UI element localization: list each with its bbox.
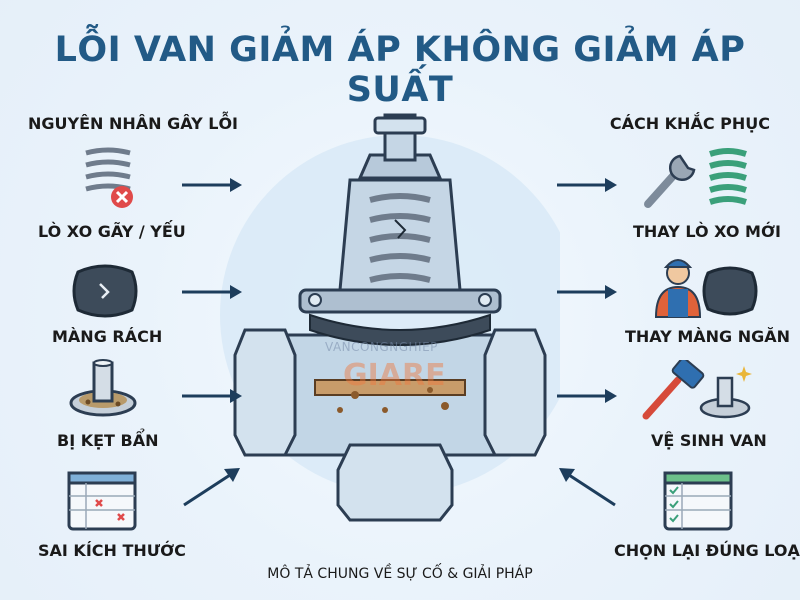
- arrow-right-icon: [557, 178, 617, 192]
- watermark-brand: GIARE: [343, 358, 446, 393]
- arrow-up-right-icon: [183, 468, 240, 507]
- arrow-right-icon: [557, 285, 617, 299]
- arrow-right-icon: [182, 178, 242, 192]
- cause-label-membrane: MÀNG RÁCH: [52, 327, 163, 346]
- spec-sheet-icon: [663, 471, 733, 531]
- fix-label-clean: VỆ SINH VAN: [651, 431, 767, 450]
- arrow-right-icon: [557, 389, 617, 403]
- arrow-up-left-icon: [559, 468, 616, 507]
- cause-label-spring: LÒ XO GÃY / YẾU: [38, 222, 186, 241]
- causes-heading: NGUYÊN NHÂN GÂY LỖI: [28, 114, 239, 133]
- fixes-heading: CÁCH KHẮC PHỤC: [609, 114, 770, 133]
- fix-label-spring: THAY LÒ XO MỚI: [633, 222, 781, 241]
- fix-label-membrane: THAY MÀNG NGĂN: [625, 327, 791, 346]
- watermark-text: VANCONGNGHIEP: [325, 340, 438, 354]
- arrow-right-icon: [182, 285, 242, 299]
- cause-label-dirt: BỊ KẸT BẨN: [57, 431, 159, 450]
- pressure-reducing-valve-illustration: [220, 113, 560, 522]
- footer-caption: MÔ TẢ CHUNG VỀ SỰ CỐ & GIẢI PHÁP: [267, 566, 533, 582]
- fix-label-select: CHỌN LẠI ĐÚNG LOẠI: [614, 541, 800, 560]
- torn-membrane-icon: [72, 264, 138, 318]
- cause-label-size: SAI KÍCH THƯỚC: [38, 541, 186, 560]
- wrench-spring-icon: [644, 148, 747, 208]
- arrow-right-icon: [182, 389, 242, 403]
- size-error-sheet-icon: [67, 471, 137, 531]
- worker-membrane-icon: [654, 259, 758, 318]
- brush-clean-icon: [642, 360, 752, 420]
- dirty-stem-icon: [69, 359, 137, 417]
- broken-spring-icon: [85, 147, 133, 208]
- page-title: LỖI VAN GIẢM ÁP KHÔNG GIẢM ÁP SUẤT: [54, 30, 746, 110]
